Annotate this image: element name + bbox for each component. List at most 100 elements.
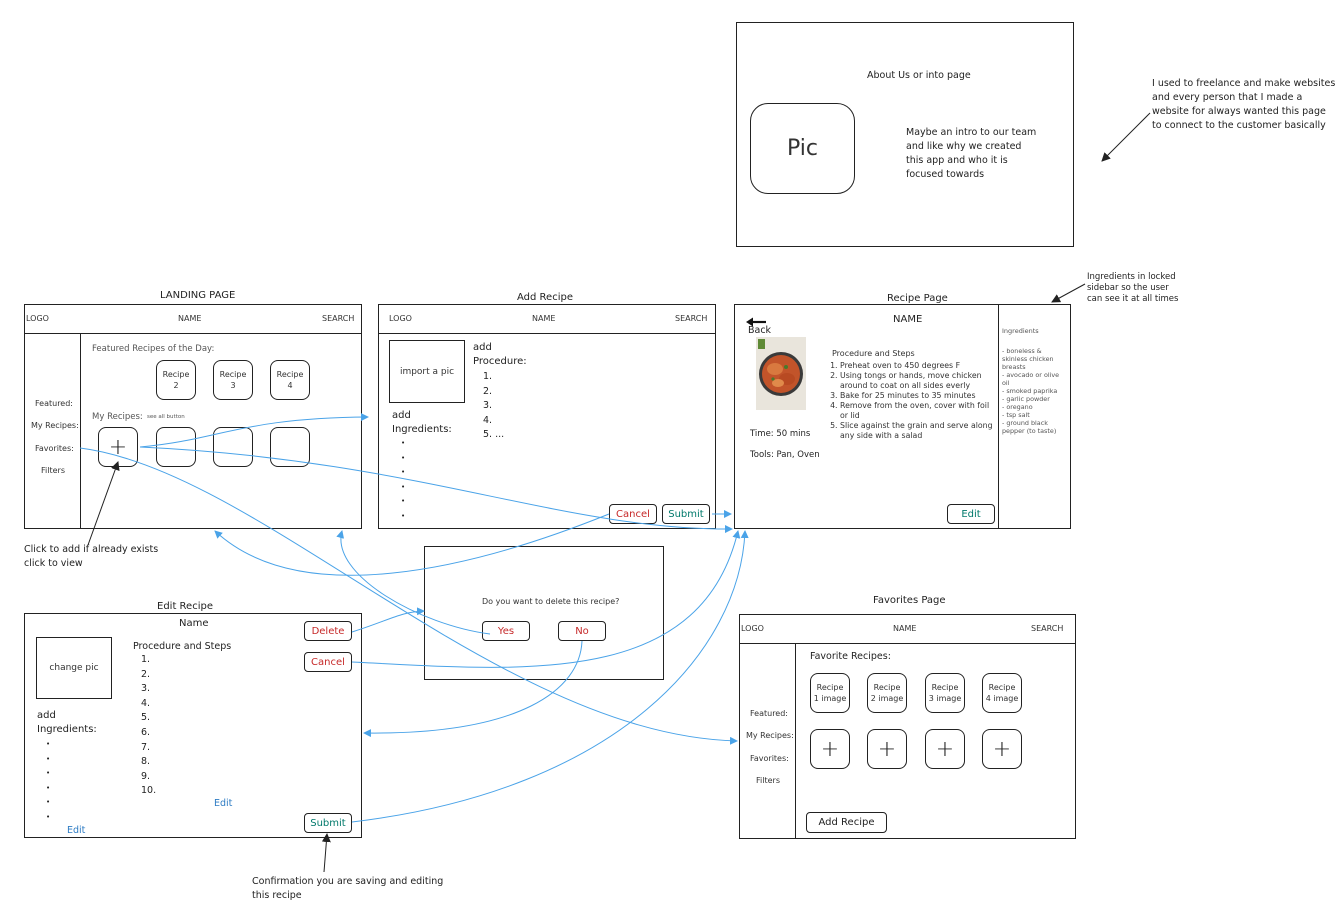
edit-ingredients-link[interactable]: Edit bbox=[67, 825, 86, 836]
landing-sidebar-filters[interactable]: Filters bbox=[41, 466, 65, 475]
edit-cancel-button[interactable]: Cancel bbox=[304, 652, 352, 672]
edit-submit-button[interactable]: Submit bbox=[304, 813, 352, 833]
edit-steps-link[interactable]: Edit bbox=[214, 798, 233, 809]
arrow-sidebar-note bbox=[1051, 283, 1086, 303]
landing-sidebar-favorites[interactable]: Favorites: bbox=[35, 444, 74, 453]
featured-label: Featured Recipes of the Day: bbox=[92, 344, 215, 354]
about-page-title: About Us or into page bbox=[867, 70, 971, 81]
landing-page-frame bbox=[24, 304, 362, 529]
favorites-sidebar-my-recipes[interactable]: My Recipes: bbox=[746, 731, 794, 740]
back-label[interactable]: Back bbox=[748, 325, 772, 336]
my-recipe-card[interactable] bbox=[156, 427, 196, 467]
delete-yes-button[interactable]: Yes bbox=[482, 621, 530, 641]
ingredients-sidebar-title: Ingredients bbox=[1002, 327, 1039, 335]
import-pic-button[interactable]: import a pic bbox=[389, 340, 465, 403]
plus-icon: + bbox=[108, 434, 128, 460]
procedure-label: Procedure: bbox=[473, 356, 527, 367]
add-recipe-name: NAME bbox=[532, 314, 556, 323]
confirmation-annotation: Confirmation you are saving and editing … bbox=[252, 876, 444, 901]
favorites-header-divider bbox=[739, 643, 1076, 644]
landing-sidebar-divider bbox=[80, 333, 81, 529]
recipe-name: NAME bbox=[893, 314, 923, 325]
add-recipe-title: Add Recipe bbox=[517, 292, 573, 303]
favorites-sidebar-favorites[interactable]: Favorites: bbox=[750, 754, 789, 763]
click-add-annotation: Click to add if already exists click to … bbox=[24, 544, 159, 569]
landing-sidebar-my-recipes[interactable]: My Recipes: bbox=[31, 421, 79, 430]
favorite-add-plus-button[interactable]: + bbox=[867, 729, 907, 769]
about-pic-placeholder: Pic bbox=[750, 103, 855, 194]
recipe-step: Remove from the oven, cover with foil or… bbox=[840, 401, 996, 421]
my-recipe-card[interactable] bbox=[270, 427, 310, 467]
procedure-steps-list: 1. 2. 3. 4. 5. ... bbox=[483, 371, 505, 441]
favorites-search[interactable]: SEARCH bbox=[1031, 624, 1064, 633]
edit-add-ingredients-link[interactable]: add bbox=[37, 710, 56, 721]
add-recipe-logo[interactable]: LOGO bbox=[389, 314, 412, 323]
ingredients-sidebar-list: - boneless & skinless chicken breasts - … bbox=[1002, 347, 1060, 435]
arrow-freelance-note bbox=[1101, 112, 1151, 162]
procedure-steps-title: Procedure and Steps bbox=[832, 349, 915, 358]
landing-logo[interactable]: LOGO bbox=[26, 314, 49, 323]
back-arrow-icon[interactable] bbox=[746, 316, 768, 328]
recipe-step: Slice against the grain and serve along … bbox=[840, 421, 996, 441]
plus-icon: + bbox=[992, 736, 1012, 762]
add-recipe-header-divider bbox=[378, 333, 716, 334]
flow-delete-to-dialog bbox=[351, 607, 425, 633]
ingredients-label: Ingredients: bbox=[392, 424, 452, 435]
favorites-sidebar-filters[interactable]: Filters bbox=[756, 776, 780, 785]
freelance-annotation: I used to freelance and make websites an… bbox=[1152, 78, 1336, 131]
favorite-add-plus-button[interactable]: + bbox=[925, 729, 965, 769]
add-recipe-frame bbox=[378, 304, 716, 529]
add-ingredients-link[interactable]: add bbox=[392, 410, 411, 421]
recipe-step: Using tongs or hands, move chicken aroun… bbox=[840, 371, 996, 391]
sidebar-annotation: Ingredients in locked sidebar so the use… bbox=[1087, 272, 1179, 304]
ingredients-bullet-list: • • • • • • bbox=[401, 439, 406, 520]
recipe-time: Time: 50 mins bbox=[750, 429, 811, 439]
landing-header-divider bbox=[24, 333, 362, 334]
favorites-page-title: Favorites Page bbox=[873, 595, 946, 606]
landing-name: NAME bbox=[178, 314, 202, 323]
landing-sidebar-featured[interactable]: Featured: bbox=[35, 399, 74, 408]
edit-ingredients-bullet-list: • • • • • • bbox=[46, 740, 51, 821]
edit-ingredients-label: Ingredients: bbox=[37, 724, 97, 735]
favorites-page-frame bbox=[739, 614, 1076, 839]
add-recipe-search[interactable]: SEARCH bbox=[675, 314, 708, 323]
edit-delete-button[interactable]: Delete bbox=[304, 621, 352, 641]
plus-icon: + bbox=[877, 736, 897, 762]
add-procedure-link[interactable]: add bbox=[473, 342, 492, 353]
favorite-recipes-label: Favorite Recipes: bbox=[810, 651, 891, 662]
delete-question: Do you want to delete this recipe? bbox=[482, 597, 620, 606]
add-recipe-cancel-button[interactable]: Cancel bbox=[609, 504, 657, 524]
favorite-add-plus-button[interactable]: + bbox=[810, 729, 850, 769]
add-recipe-plus-button[interactable]: + bbox=[98, 427, 138, 467]
see-all-button[interactable]: see all button bbox=[147, 414, 185, 420]
favorites-sidebar-featured[interactable]: Featured: bbox=[750, 709, 789, 718]
my-recipes-label: My Recipes: bbox=[92, 412, 143, 422]
landing-search[interactable]: SEARCH bbox=[322, 314, 355, 323]
change-pic-button[interactable]: change pic bbox=[36, 637, 112, 699]
favorite-add-plus-button[interactable]: + bbox=[982, 729, 1022, 769]
recipe-ingredients-sidebar-divider bbox=[998, 304, 999, 529]
add-recipe-submit-button[interactable]: Submit bbox=[662, 504, 710, 524]
edit-procedure-title: Procedure and Steps bbox=[133, 641, 232, 652]
favorites-logo[interactable]: LOGO bbox=[741, 624, 764, 633]
recipe-step: Preheat oven to 450 degrees F bbox=[840, 361, 996, 371]
recipe-tools: Tools: Pan, Oven bbox=[750, 450, 820, 460]
plus-icon: + bbox=[820, 736, 840, 762]
delete-no-button[interactable]: No bbox=[558, 621, 606, 641]
recipe-step: Bake for 25 minutes to 35 minutes bbox=[840, 391, 996, 401]
favorites-add-recipe-button[interactable]: Add Recipe bbox=[806, 812, 887, 833]
about-intro-text: Maybe an intro to our team and like why … bbox=[906, 127, 1037, 180]
edit-steps-list: 1. 2. 3. 4. 5. 6. 7. 8. 9. 10. bbox=[141, 654, 157, 797]
favorites-sidebar-divider bbox=[795, 643, 796, 839]
my-recipe-card[interactable] bbox=[213, 427, 253, 467]
recipe-edit-button[interactable]: Edit bbox=[947, 504, 995, 524]
landing-page-title: LANDING PAGE bbox=[160, 290, 236, 301]
arrow-confirmation-note bbox=[321, 833, 331, 873]
